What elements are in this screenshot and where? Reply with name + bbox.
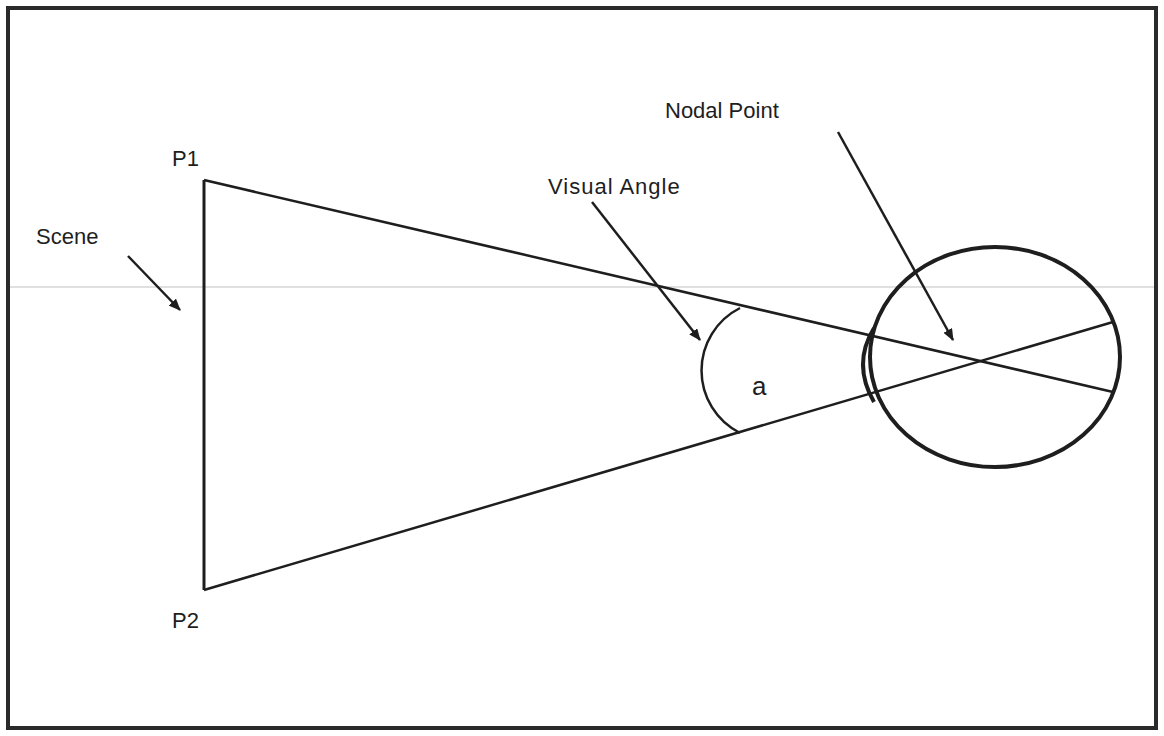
part-label: Nodal Point — [665, 98, 779, 123]
cornea — [863, 328, 874, 402]
angle-label: a — [752, 372, 766, 402]
eyeball — [870, 247, 1120, 467]
part-label: Visual Angle — [548, 174, 681, 199]
ray-top — [204, 180, 1113, 392]
ray-bottom — [204, 322, 1113, 590]
angle-arc — [702, 308, 740, 433]
frame — [8, 8, 1156, 728]
leader-arrow — [592, 202, 700, 340]
scan-line — [10, 286, 1154, 288]
leader-arrow — [128, 256, 180, 310]
leader-arrow — [838, 132, 953, 340]
point-label: P2 — [172, 608, 199, 633]
scene-line — [203, 180, 206, 590]
point-label: P1 — [172, 146, 199, 171]
part-label: Scene — [36, 224, 98, 249]
